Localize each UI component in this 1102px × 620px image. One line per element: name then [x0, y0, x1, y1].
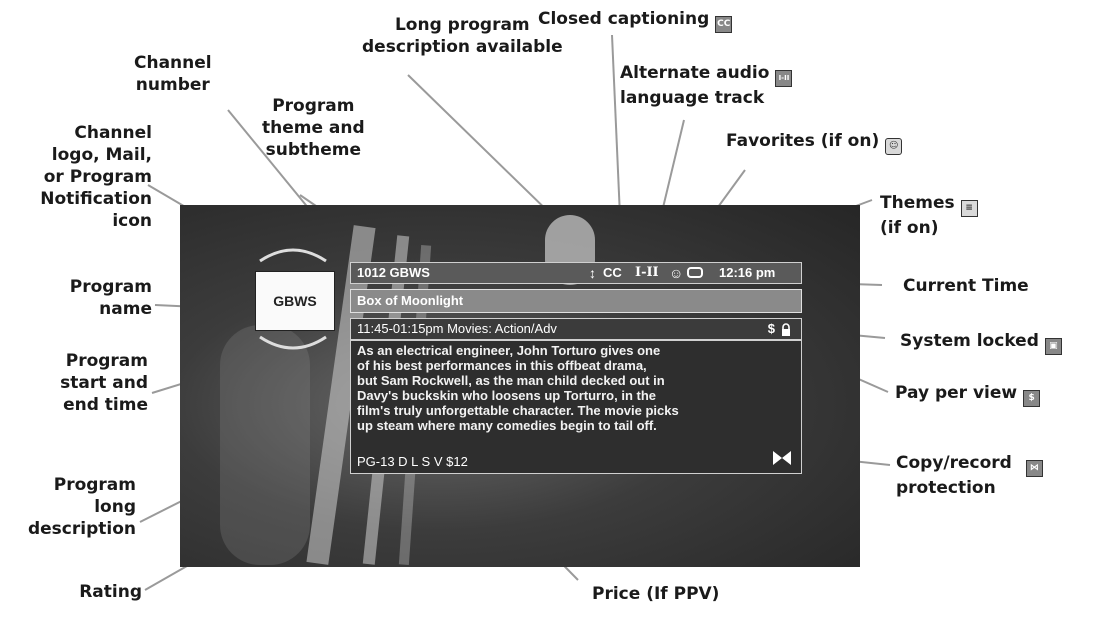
description-line: film's truly unforgettable character. Th…: [357, 403, 679, 418]
label-pay-per-view: Pay per view$: [895, 382, 1041, 407]
channel-info-bar: 1012 GBWS ↕ CC I-II ☺ 12:16 pm: [350, 262, 802, 284]
long-description-panel: As an electrical engineer, John Torturo …: [350, 340, 802, 474]
label-program-long-desc: Program long description: [27, 475, 136, 539]
time-theme-bar: 11:45-01:15pm Movies: Action/Adv $: [350, 318, 802, 340]
description-line: As an electrical engineer, John Torturo …: [357, 343, 661, 358]
label-program-theme: Program theme and subtheme: [262, 96, 365, 160]
description-line: but Sam Rockwell, as the man child decke…: [357, 373, 665, 388]
smiley-icon: ☺: [885, 138, 903, 155]
copy-protection-icon: [773, 451, 791, 465]
label-program-name: Program name: [69, 277, 152, 319]
audio-icon: I-II: [775, 70, 793, 87]
copy-legend-icon: ⋈: [1025, 460, 1043, 477]
label-current-time: Current Time: [903, 276, 1029, 296]
long-description-text: As an electrical engineer, John Torturo …: [357, 343, 787, 433]
label-channel-number: Channel number: [134, 53, 212, 95]
program-time-theme: 11:45-01:15pm Movies: Action/Adv: [357, 321, 557, 336]
ppv-legend-icon: $: [1023, 390, 1041, 407]
description-line: up steam where many comedies begin to ta…: [357, 418, 657, 433]
label-long-desc-available: Long program description available: [362, 15, 563, 57]
label-themes: Themes≡ (if on): [880, 192, 978, 239]
long-description-icon: ↕: [589, 265, 596, 281]
label-rating: Rating: [79, 582, 142, 602]
description-line: of his best performances in this offbeat…: [357, 358, 647, 373]
favorites-icon: ☺: [669, 265, 684, 281]
label-channel-logo: Channel logo, Mail, or Program Notificat…: [40, 123, 152, 231]
program-name-bar: Box of Moonlight: [350, 289, 802, 313]
cc-icon: CC: [715, 16, 733, 33]
closed-caption-icon: CC: [603, 265, 622, 280]
label-system-locked: System locked▣: [900, 330, 1062, 355]
scroll-down-arrow[interactable]: [258, 335, 328, 353]
channel-logo: GBWS: [255, 271, 335, 331]
label-copy-protection: Copy/record⋈ protection: [896, 452, 1043, 499]
current-time: 12:16 pm: [719, 265, 776, 280]
label-favorites: Favorites (if on)☺: [726, 130, 903, 155]
lock-icon: [781, 322, 791, 336]
channel-number: 1012 GBWS: [357, 265, 430, 280]
label-program-start-end: Program start and end time: [60, 351, 148, 415]
rating-price: PG-13 D L S V $12: [357, 454, 468, 469]
scroll-up-arrow[interactable]: [258, 245, 328, 263]
description-line: Davy's buckskin who loosens up Torturro,…: [357, 388, 657, 403]
program-name: Box of Moonlight: [357, 293, 464, 308]
themes-legend-icon: ≡: [960, 200, 978, 217]
themes-icon: [687, 267, 703, 278]
lock-legend-icon: ▣: [1044, 338, 1062, 355]
alternate-audio-icon: I-II: [635, 265, 659, 280]
ppv-icon: $: [767, 321, 775, 336]
label-price: Price (If PPV): [592, 584, 720, 604]
